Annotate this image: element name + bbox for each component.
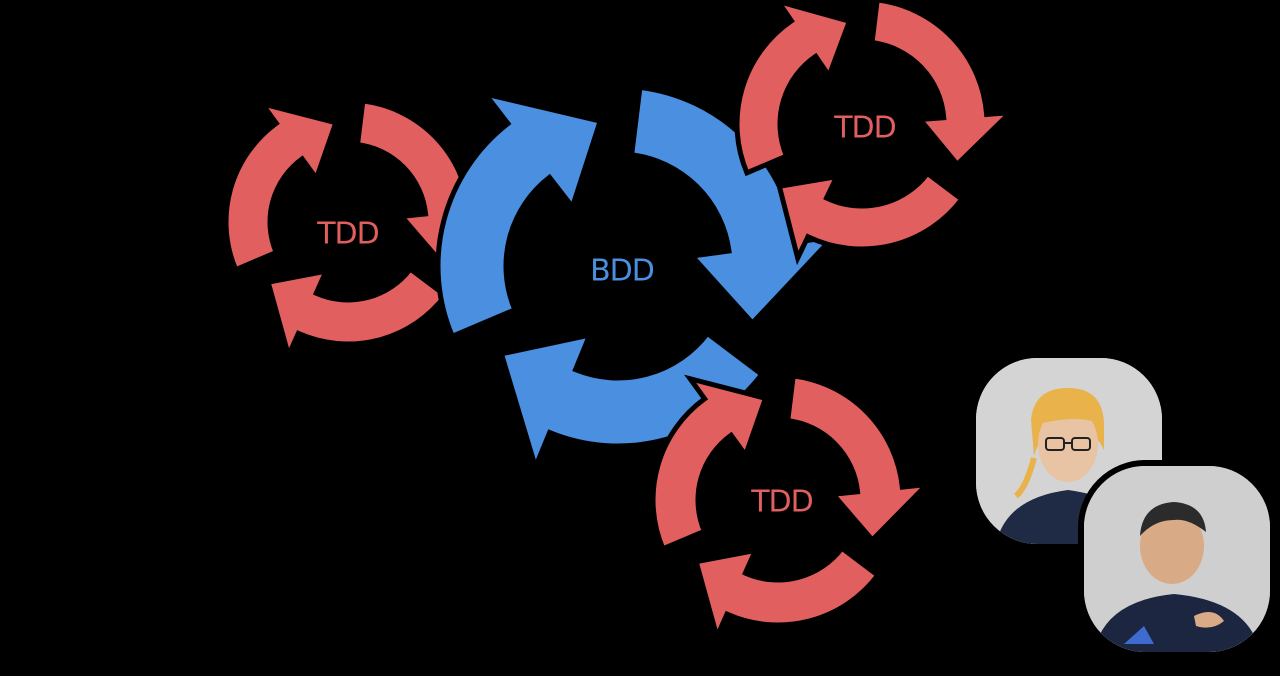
presenter-2-picture	[1084, 466, 1270, 652]
tdd-label-top-right: TDD	[833, 111, 896, 146]
tdd-cycle-top-right-arrow-3	[869, 0, 1017, 169]
tdd-cycle-bottom-arrow-1	[693, 544, 882, 645]
presenter-video-1	[970, 352, 1168, 550]
tdd-cycle-bottom-arrow-2	[650, 374, 769, 553]
tdd-label-left: TDD	[316, 217, 379, 252]
tdd-cycle-left-arrow-1	[265, 265, 449, 363]
tdd-cycle-top-right	[734, 0, 1017, 266]
presenter-video-2	[1078, 460, 1276, 658]
bdd-cycle	[435, 84, 841, 475]
tdd-cycle-top-right-arrow-1	[776, 169, 966, 266]
bdd-cycle-arrow-2	[435, 89, 604, 340]
tdd-cycle-top-right-arrow-2	[734, 0, 853, 177]
tdd-cycle-left-arrow-2	[223, 99, 340, 273]
tdd-cycle-bottom-arrow-3	[784, 373, 934, 544]
tdd-label-bottom: TDD	[750, 485, 813, 520]
tdd-cycle-bottom	[650, 373, 934, 645]
bdd-label: BDD	[590, 254, 654, 289]
